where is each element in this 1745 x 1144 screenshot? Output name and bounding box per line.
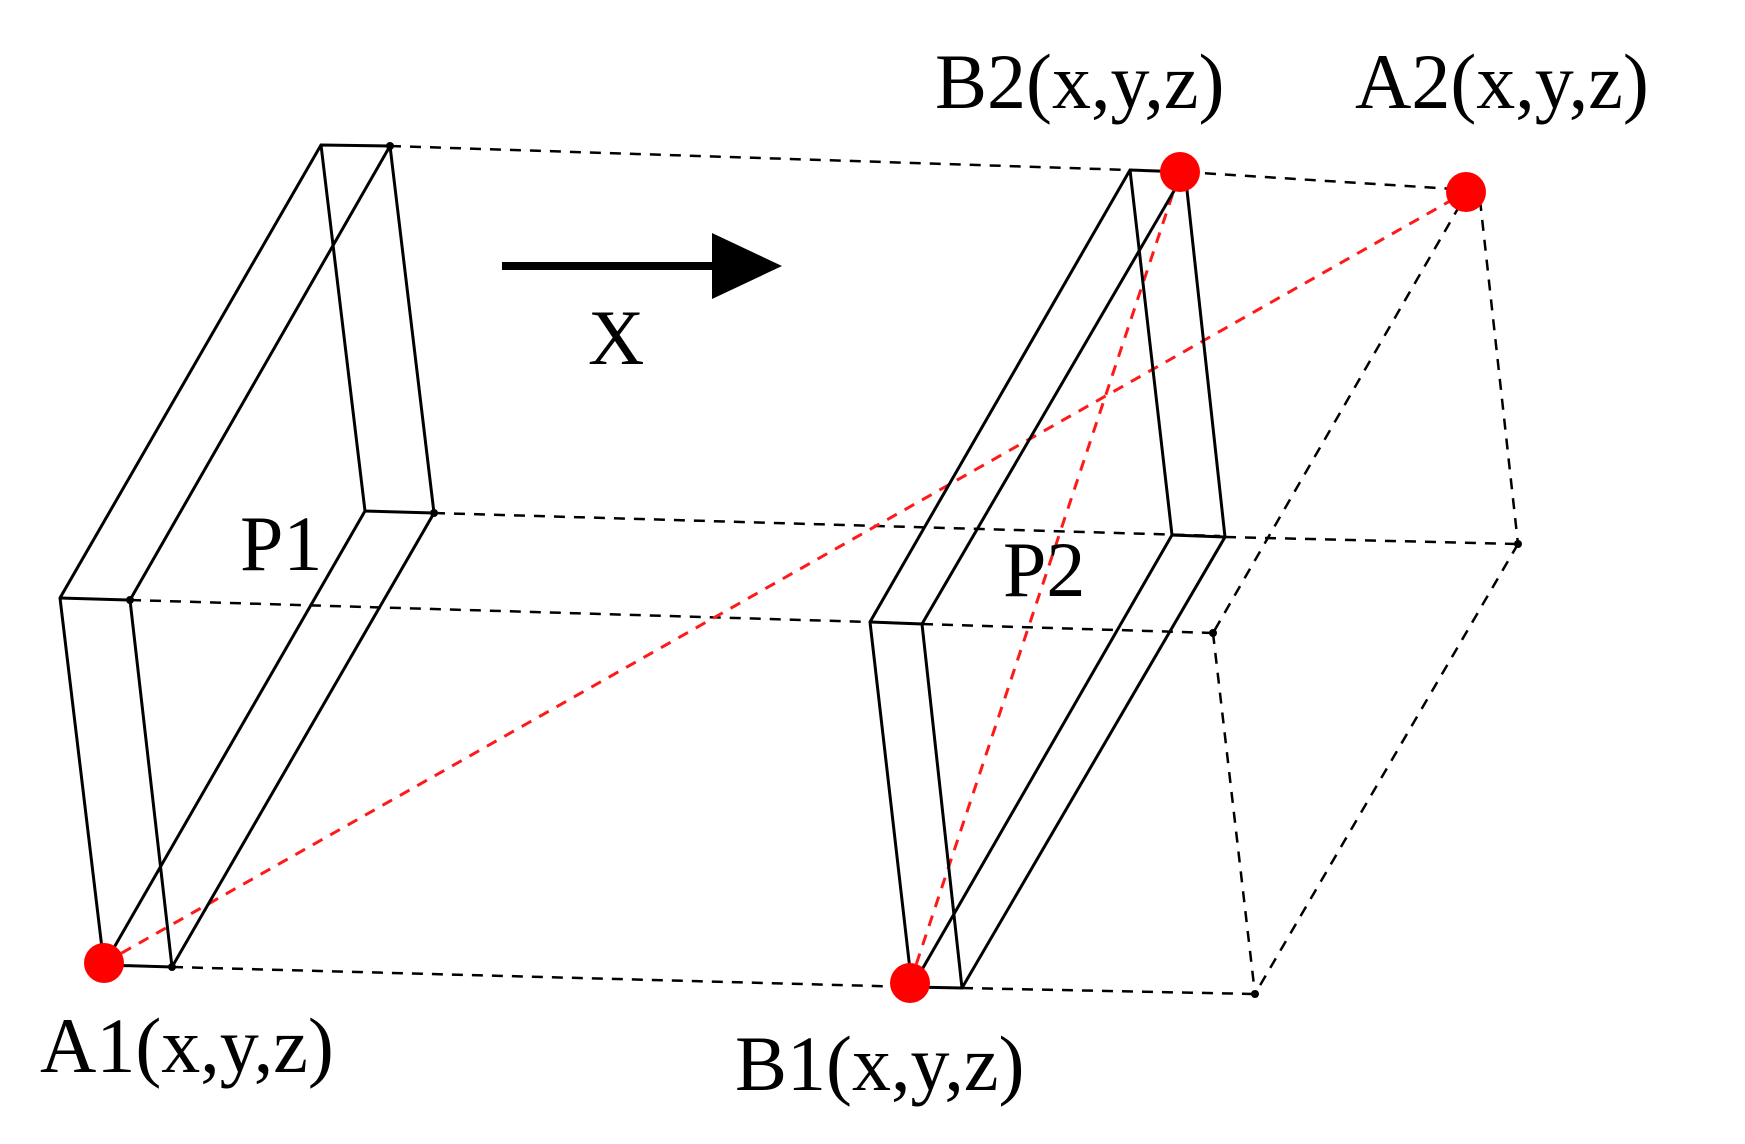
red-diagonals — [103, 171, 1467, 984]
arrow-head — [712, 233, 782, 299]
dash-right-vertical — [1211, 632, 1257, 995]
point-a2-label: A2(x,y,z) — [1355, 38, 1649, 125]
dash-bottom-b1-to-corner — [961, 986, 1256, 996]
dash-left-p1-to-p2 — [129, 598, 871, 624]
point-a2 — [1446, 172, 1486, 212]
plate-p1-label: P1 — [240, 500, 322, 587]
measurement-points — [84, 152, 1486, 1003]
dash-mid-p2-to-corner — [1224, 535, 1519, 546]
dash-right-diagonal — [1253, 543, 1520, 995]
plate-p1-inner-edges — [319, 144, 435, 515]
direction-label: X — [588, 294, 644, 381]
point-b2-label: B2(x,y,z) — [935, 38, 1225, 125]
dash-left-p2-to-corner — [921, 622, 1214, 635]
plate-p2-label: P2 — [1003, 526, 1085, 613]
vertex-dot — [126, 596, 134, 604]
dash-top-b2-to-a2 — [1184, 170, 1471, 192]
plate-p2-front-edges — [869, 620, 964, 989]
diagonal-a1-to-a2 — [103, 190, 1467, 965]
dash-mid-p1-to-right — [433, 511, 1221, 538]
plate-p1-inner-diagonal — [102, 510, 367, 966]
dash-a2-down — [1478, 199, 1520, 545]
dash-bottom-p1-to-b1 — [171, 965, 913, 989]
plate-p2-inner-edges — [1128, 169, 1226, 539]
plate-p1-front-edges — [59, 596, 174, 968]
dash-top-p1-to-b2 — [389, 144, 1131, 172]
vertex-dot — [1514, 540, 1522, 548]
dash-a2-diagonal — [1211, 204, 1462, 634]
point-b1-label: B1(x,y,z) — [735, 1020, 1025, 1107]
dashed-frame-lines — [129, 144, 1520, 996]
point-b1 — [890, 963, 930, 1003]
vertex-dot — [168, 963, 176, 971]
plate-p2-front-diagonal — [920, 171, 1187, 625]
plate-p1-front-diagonal — [128, 145, 392, 601]
vertex-dot — [430, 509, 438, 517]
direction-arrow: X — [502, 233, 782, 381]
vertex-dots — [126, 142, 1522, 998]
point-a1-label: A1(x,y,z) — [40, 1002, 334, 1089]
vertex-dot — [1209, 629, 1217, 637]
point-a1 — [84, 943, 124, 983]
vertex-dot — [386, 142, 394, 150]
diagonal-b1-to-b2 — [908, 171, 1182, 984]
vertex-dot — [1251, 990, 1259, 998]
point-b2 — [1160, 152, 1200, 192]
plate-p2-inner-diagonal — [910, 534, 1174, 988]
